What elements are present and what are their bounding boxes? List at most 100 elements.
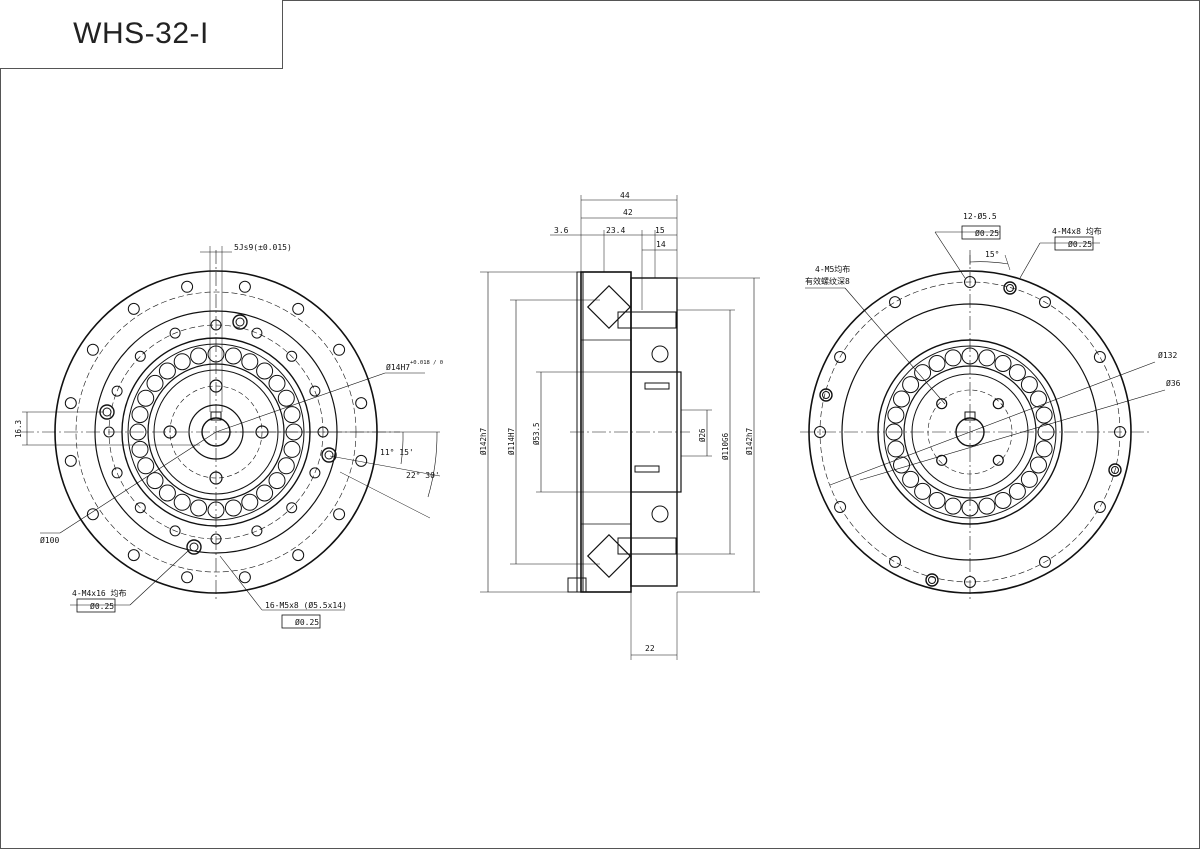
left-thread-boss <box>232 314 248 330</box>
bearing-roller <box>914 364 932 382</box>
bearing-roller <box>944 497 962 515</box>
inner-thread-leader <box>844 287 946 405</box>
middle-section-view <box>480 195 760 660</box>
right-inner-race <box>903 365 1037 499</box>
mount-hole <box>286 350 298 362</box>
holes-tol: Ø0.25 <box>975 228 999 238</box>
left-thread-boss <box>189 542 199 552</box>
bore-leader <box>215 372 386 433</box>
dia-53-label: Ø53.5 <box>532 422 541 445</box>
flange-hole <box>238 280 251 293</box>
bearing-roller <box>173 493 191 511</box>
left-thread-boss <box>186 539 202 555</box>
right-thread-boss <box>819 388 833 402</box>
bearing-roller <box>277 457 295 475</box>
angle-1-label: 11° 15' <box>380 448 414 457</box>
bearing-roller <box>190 499 208 517</box>
hub-thread-hole <box>936 398 948 410</box>
flange-hole <box>127 302 140 315</box>
bearing-roller <box>268 472 286 490</box>
bearing-roller <box>1035 440 1053 458</box>
right-hub <box>911 373 1029 491</box>
bearing-roller <box>256 362 274 380</box>
flange-hole <box>333 343 346 356</box>
right-hub-holes <box>936 398 1004 466</box>
flange-hole <box>1093 351 1106 363</box>
inner-thread-label-2: 有效螺纹深8 <box>805 276 850 286</box>
bearing-roller <box>207 501 225 519</box>
dim-44-label: 44 <box>620 191 630 200</box>
left-keyway <box>210 411 222 421</box>
thread-tol: Ø0.25 <box>1068 239 1092 249</box>
model-title: WHS-32-I <box>73 17 209 50</box>
section-hub <box>630 371 682 493</box>
left-thread-boss <box>102 407 112 417</box>
right-bolt-pcd <box>819 281 1121 583</box>
flange-hole <box>86 508 99 521</box>
right-rear-view <box>800 225 1166 600</box>
right-angle-label: 15° <box>985 250 999 259</box>
flange-hole <box>834 351 847 363</box>
section-bolt-bottom <box>617 537 677 555</box>
flange-hole <box>1093 501 1106 513</box>
section-ball-bottom <box>651 505 669 523</box>
bearing-roller <box>146 374 164 392</box>
thread-tol-frame <box>1054 236 1094 251</box>
right-bearing-rollers <box>885 347 1055 517</box>
bearing-roller <box>978 349 996 367</box>
dim-22-label: 22 <box>645 644 655 653</box>
bearing-roller <box>1035 406 1053 424</box>
bearing-roller <box>131 440 149 458</box>
right-bearing-race <box>883 345 1057 519</box>
angle-ext <box>1004 254 1011 271</box>
section-ball-top <box>651 345 669 363</box>
section-roller-top <box>586 284 632 330</box>
flange-hole <box>814 426 826 438</box>
thread-b-label: 16-M5x8 (Ø5.5x14) <box>265 600 347 610</box>
flange-hole <box>355 397 368 410</box>
bearing-roller <box>268 374 286 392</box>
section-bolt-top <box>617 311 677 329</box>
bearing-roller <box>1037 423 1055 441</box>
bearing-roller <box>928 355 946 372</box>
angle-2-label: 22° 30' <box>406 471 440 480</box>
flange-hole <box>1039 555 1051 568</box>
thread-b-leader <box>219 555 263 611</box>
left-outer-holes <box>64 280 368 584</box>
right-keyway <box>964 411 976 421</box>
mount-hole <box>251 327 263 339</box>
bearing-roller <box>241 493 259 511</box>
bearing-roller <box>283 406 301 424</box>
bearing-roller <box>256 484 274 502</box>
flange-hole <box>1114 426 1126 438</box>
holes-leader <box>934 231 966 279</box>
dim-23-4-label: 23.4 <box>606 226 625 235</box>
thread-label: 4-M4x8 均布 <box>1052 226 1102 236</box>
flange-hole <box>889 296 901 309</box>
thread-a-tol-frame <box>76 598 116 613</box>
bearing-roller <box>277 389 295 407</box>
flange-hole <box>181 571 194 584</box>
bearing-roller <box>902 376 920 394</box>
hub-thread-hole <box>992 398 1004 410</box>
flange-hole <box>964 276 976 288</box>
bearing-roller <box>1008 364 1026 382</box>
bearing-roller <box>158 484 176 502</box>
bearing-roller <box>893 390 910 408</box>
dia-142a-label: Ø142h7 <box>479 428 488 455</box>
hub-hole <box>209 471 223 485</box>
mount-hole <box>309 467 321 479</box>
bearing-roller <box>131 406 149 424</box>
bearing-roller <box>137 389 155 407</box>
bearing-roller <box>885 423 903 441</box>
flange-hole <box>292 549 305 562</box>
mount-hole <box>210 533 222 545</box>
bearing-roller <box>961 347 979 365</box>
mount-hole <box>134 502 146 514</box>
keyway-label: 5Js9(±0.015) <box>234 243 292 252</box>
dia-132-label: Ø132 <box>1158 350 1177 360</box>
bearing-roller <box>887 406 905 424</box>
dia-36-leader <box>859 389 1166 481</box>
right-outer-holes <box>814 276 1126 588</box>
